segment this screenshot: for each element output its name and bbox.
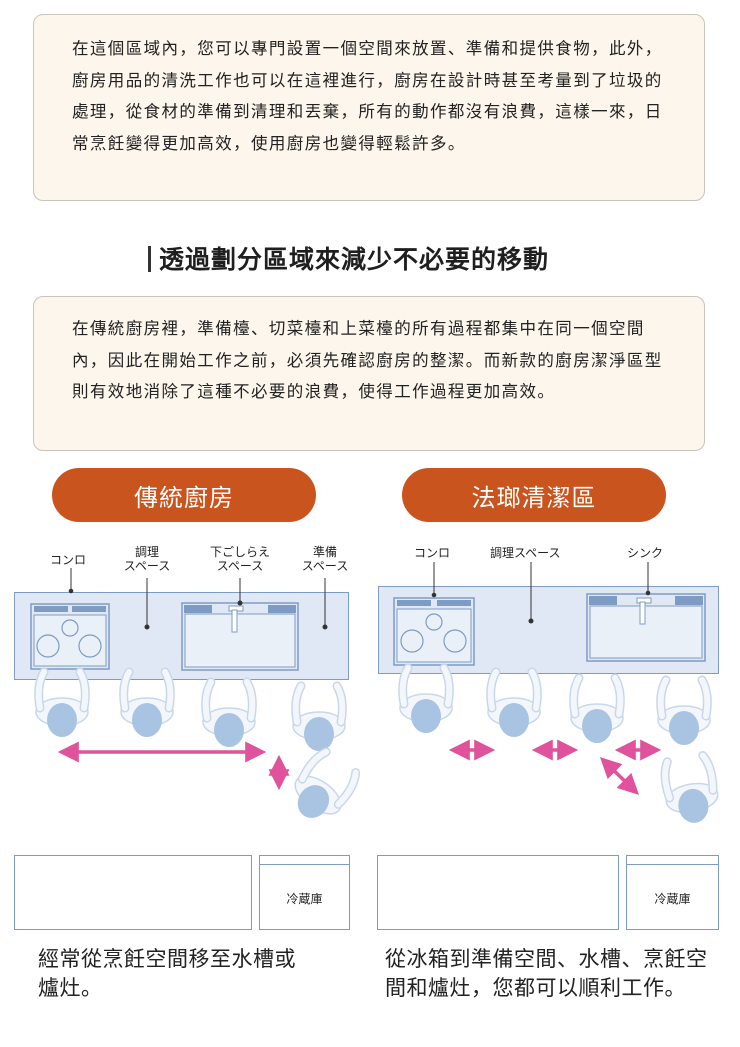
left-leader-lines [68,568,328,630]
enamel-clean-zone-title: 法瑯清潔區 [402,468,666,522]
left-arrows [57,741,290,791]
left-stove [30,603,110,670]
right-sink [586,593,706,662]
section-heading-text: 透過劃分區域來減少不必要的移動 [159,245,550,274]
right-arrows [448,739,662,795]
heading-bar [148,246,151,272]
right-caption: 從冰箱到準備空間、水槽、烹飪空間和爐灶，您都可以順利工作。 [385,947,708,1000]
section-paragraph: 在傳統廚房裡，準備檯、切菜檯和上菜檯的所有過程都集中在同一個空間內，因此在開始工… [72,319,663,401]
left-fridge-label: 冷蔵庫 [286,892,323,906]
left-bottom-counter [14,855,252,930]
left-label-prep-space: 下ごしらえ スペース [209,545,270,573]
right-label-cooking-space: 調理スペース [490,546,561,560]
left-sink [181,602,299,671]
right-people [400,668,722,827]
right-stove [393,597,475,666]
right-fridge-door-line [627,864,718,865]
left-label-stove: コンロ [50,553,87,567]
right-label-stove: コンロ [414,546,451,560]
left-caption: 經常從烹飪空間移至水槽或爐灶。 [38,947,296,1000]
right-fridge-label: 冷蔵庫 [654,892,691,906]
section-heading: 透過劃分區域來減少不必要的移動 [148,242,549,278]
left-label-ready-space: 準備 スペース [301,545,349,573]
right-fridge: 冷蔵庫 [626,855,719,930]
left-fridge: 冷蔵庫 [259,855,350,930]
traditional-kitchen-title: 傳統廚房 [52,468,316,522]
right-bottom-counter [377,855,619,930]
right-label-sink: シンク [627,546,664,560]
intro-paragraph: 在這個區域內，您可以專門設置一個空間來放置、準備和提供食物，此外，廚房用品的清洗… [72,39,663,153]
intro-box: 在這個區域內，您可以專門設置一個空間來放置、準備和提供食物，此外，廚房用品的清洗… [33,14,705,201]
section-box: 在傳統廚房裡，準備檯、切菜檯和上菜檯的所有過程都集中在同一個空間內，因此在開始工… [33,296,705,451]
right-leader-lines [431,562,651,624]
left-label-cooking-space: 調理 スペース [123,545,171,573]
left-fridge-door-line [260,864,349,865]
